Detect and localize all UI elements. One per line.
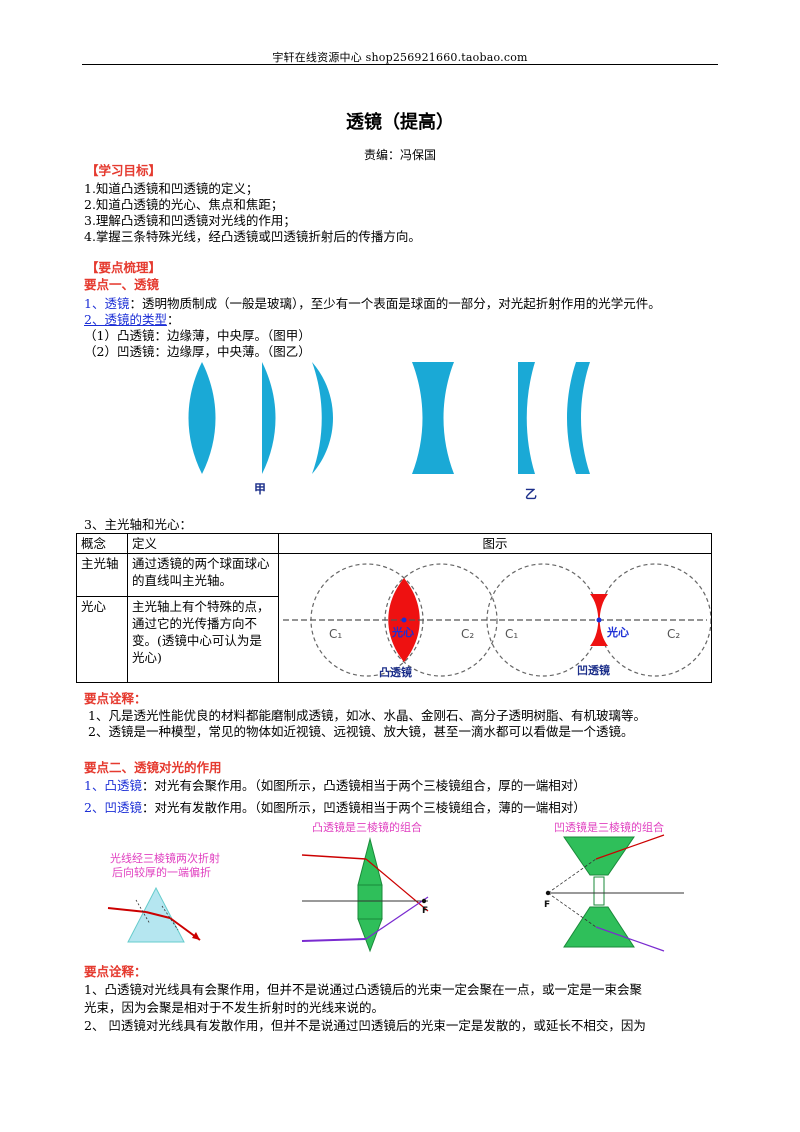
lens-types-colon: ： [166,312,180,327]
note1-item-1: 1、凡是透光性能优良的材料都能磨制成透镜，如冰、水晶、金刚石、高分子透明树脂、有… [88,708,646,723]
concave-lens-middle [593,876,605,906]
page-header: 宇轩在线资源中心 shop256921660.taobao.com [272,51,528,64]
label-c2-right: C₂ [667,627,680,641]
lens-types-figure: 甲 乙 [188,362,590,501]
header-rule [82,64,718,65]
table-row: 光心 主光轴上有个特殊的点，通过它的光传播方向不变。(透镜中心可认为是光心) [76,596,712,683]
label-optical-center-left: 光心 [391,625,414,639]
convex-effect-label: 1、凸透镜 [84,778,142,793]
prism-figure: 光线经三棱镜两次折射 后向较厚的一端偏折 [107,851,220,943]
type-concave: （2）凹透镜：边缘厚，中央薄。（图乙） [84,344,311,359]
goal-item-4: 4.掌握三条特殊光线，经凸透镜或凹透镜折射后的传播方向。 [84,229,421,244]
label-c1-right: C₁ [505,627,518,641]
meniscus-concave-lens [567,362,590,474]
biconvex-lens [188,362,216,474]
label-c2-left: C₂ [461,627,474,641]
figure-label-yi: 乙 [525,487,537,501]
goal-item-3: 3.理解凸透镜和凹透镜对光线的作用； [84,213,296,228]
note2-item-1-line-2: 光束，因为会聚是相对于不发生折射时的光线来说的。 [84,1000,385,1015]
concave-lens-top-prism [563,836,635,876]
concave-lens-bottom-prism [563,906,635,948]
optical-center-dot [401,617,407,623]
table-definition-cell: 通过透镜的两个球面球心的直线叫主光轴。 [127,552,279,598]
convex-lens-middle [357,884,383,920]
convex-effect-text: ：对光有会聚作用。（如图所示，凸透镜相当于两个三棱镜组合，厚的一端相对） [141,778,586,793]
lens-types-label: 2、透镜的类型 [84,312,167,327]
optical-center-diagram: C₁ 光心 C₂ C₁ 光心 C₂ 凸透镜 凹透镜 [283,563,712,679]
label-optical-center-right: 光心 [606,625,629,639]
page-title: 透镜（提高） [346,112,454,133]
table-diagram-cell: C₁ 光心 C₂ C₁ 光心 C₂ 凸透镜 凹透镜 [278,553,712,683]
concave-effect: 2、凹透镜：对光有发散作用。（如图所示，凹透镜相当于两个三棱镜组合，薄的一端相对… [84,799,586,817]
convex-prism-figure: 凸透镜是三棱镜的组合 F [301,820,429,953]
convex-focus-label: F [422,906,428,916]
table-row: 主光轴 通过透镜的两个球面球心的直线叫主光轴。 C₁ 光心 C₂ C₁ [76,552,712,683]
summary-heading: 【要点梳理】 [86,260,162,275]
table-term-cell: 主光轴 [76,552,128,598]
notes2-heading: 要点诠释： [84,964,147,979]
plano-concave-lens [518,362,535,474]
type-convex: （1）凸透镜：边缘薄，中央厚。（图甲） [84,328,311,343]
concave-effect-text: ：对光有发散作用。（如图所示，凹透镜相当于两个三棱镜组合，薄的一端相对） [141,800,586,815]
plano-convex-lens [262,362,276,474]
note2-item-2-line-1: 2、 凹透镜对光线具有发散作用，但并不是说通过凹透镜后的光束一定是发散的，或延长… [84,1018,646,1033]
lens-definition-label: 1、透镜 [84,296,130,311]
concave-effect-label: 2、凹透镜 [84,800,142,815]
table-definition-cell: 主光轴上有个特殊的点，通过它的光传播方向不变。(透镜中心可认为是光心) [127,596,279,683]
table-header-cell: 定义 [127,533,279,554]
concave-focus-label: F [544,900,550,910]
lens-types: 2、透镜的类型： [84,311,179,329]
meniscus-convex-lens [312,362,333,474]
author-line: 责编：冯保国 [363,148,436,162]
prism-caption-1: 光线经三棱镜两次折射 [110,851,220,865]
concept-table: 概念 定义 图示 主光轴 通过透镜的两个球面球心的直线叫主光轴。 C₁ 光心 [76,533,712,683]
prism-caption-2: 后向较厚的一端偏折 [112,865,211,879]
note1-item-2: 2、透镜是一种模型，常见的物体如近视镜、远视镜、放大镜，甚至一滴水都可以看做是一… [88,724,634,739]
label-convex: 凸透镜 [379,665,412,678]
table-header-cell: 图示 [278,533,712,554]
note2-item-1-line-1: 1、凸透镜对光线具有会聚作用，但并不是说通过凸透镜后的光束一定会聚在一点，或一定… [84,982,642,997]
figure-label-jia: 甲 [254,482,266,496]
convex-effect: 1、凸透镜：对光有会聚作用。（如图所示，凸透镜相当于两个三棱镜组合，厚的一端相对… [84,777,586,795]
label-c1-left: C₁ [329,627,342,641]
lens-definition: 1、透镜：透明物质制成（一般是玻璃），至少有一个表面是球面的一部分，对光起折射作… [84,295,661,313]
table-header-row: 概念 定义 图示 [76,533,712,554]
convex-lens-bottom-prism [357,918,383,953]
goal-item-1: 1.知道凸透镜和凹透镜的定义； [84,181,259,196]
lens-definition-text: ：透明物质制成（一般是玻璃），至少有一个表面是球面的一部分，对光起折射作用的光学… [129,296,661,311]
goal-item-2: 2.知道凸透镜的光心、焦点和焦距； [84,197,284,212]
point2-title: 要点二、透镜对光的作用 [84,760,222,775]
label-concave: 凹透镜 [577,663,610,677]
table-term-cell: 光心 [76,596,128,683]
point1-title: 要点一、透镜 [84,277,160,292]
goals-heading: 【学习目标】 [86,163,162,178]
convex-prism-caption: 凸透镜是三棱镜的组合 [312,820,422,834]
concave-prism-caption: 凹透镜是三棱镜的组合 [554,820,664,834]
notes1-heading: 要点诠释： [84,691,147,706]
biconcave-lens [412,362,454,474]
optical-center-dot [596,617,602,623]
axis-heading: 3、主光轴和光心： [84,517,192,532]
table-header-cell: 概念 [76,533,128,554]
concave-prism-figure: 凹透镜是三棱镜的组合 F [544,820,684,952]
